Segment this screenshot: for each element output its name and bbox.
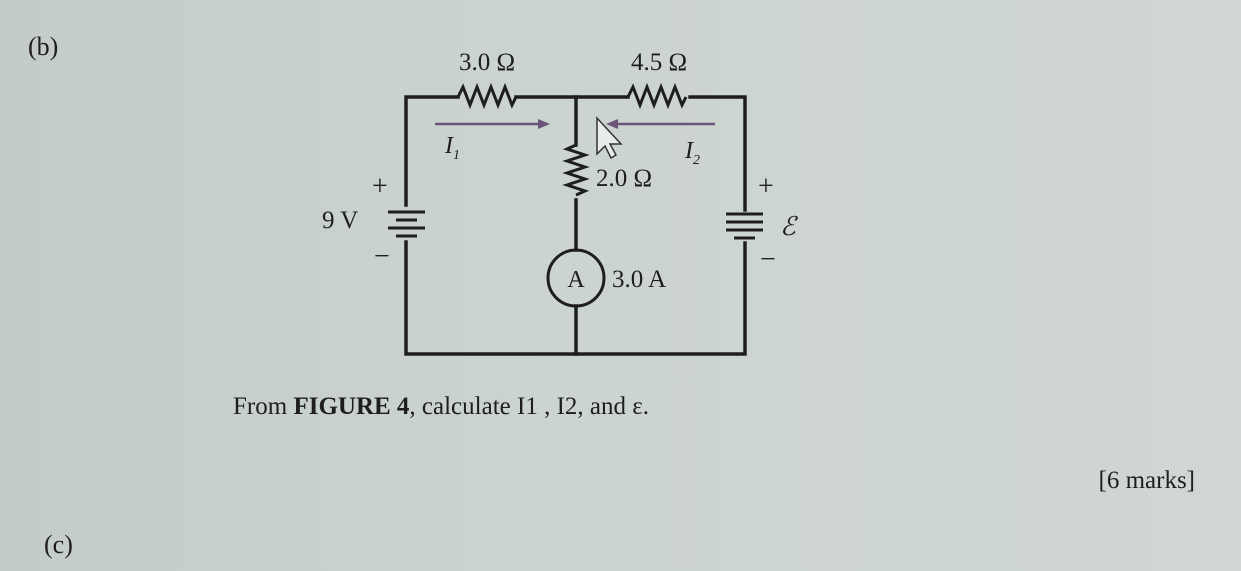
battery-left bbox=[388, 210, 425, 238]
battery-right bbox=[726, 212, 763, 240]
marks-label: [6 marks] bbox=[1099, 467, 1196, 494]
ammeter-symbol: A bbox=[567, 267, 585, 293]
resistor-3ohm bbox=[456, 82, 518, 110]
battery-right-minus: − bbox=[760, 244, 776, 275]
current-arrow-i1 bbox=[435, 119, 550, 129]
battery-right-emf: ℰ bbox=[780, 212, 798, 241]
resistor-2ohm bbox=[562, 143, 590, 197]
question-text: From FIGURE 4, calculate I1 , I2, and ε. bbox=[233, 393, 649, 420]
section-b-label: (b) bbox=[28, 32, 58, 61]
resistor-3ohm-label: 3.0 Ω bbox=[459, 49, 515, 76]
mouse-cursor-icon bbox=[596, 116, 623, 160]
current-i1-label: I1 bbox=[444, 133, 460, 163]
ammeter-reading: 3.0 A bbox=[612, 266, 666, 293]
wire-left bbox=[404, 95, 747, 212]
battery-right-plus: + bbox=[758, 171, 774, 202]
battery-left-voltage: 9 V bbox=[322, 207, 358, 234]
circuit-diagram: A 3.0 Ω 4.5 Ω 2.0 Ω I1 I2 9 V + − + − ℰ … bbox=[322, 49, 798, 356]
resistor-4-5ohm-label: 4.5 Ω bbox=[631, 49, 687, 76]
resistor-2ohm-label: 2.0 Ω bbox=[596, 165, 652, 192]
battery-left-minus: − bbox=[374, 241, 390, 272]
ammeter bbox=[546, 248, 606, 308]
section-c-label: (c) bbox=[44, 530, 73, 559]
battery-left-plus: + bbox=[372, 171, 388, 202]
resistor-4-5ohm bbox=[626, 82, 688, 110]
current-i2-label: I2 bbox=[684, 138, 700, 168]
current-arrow-i2 bbox=[606, 119, 715, 129]
